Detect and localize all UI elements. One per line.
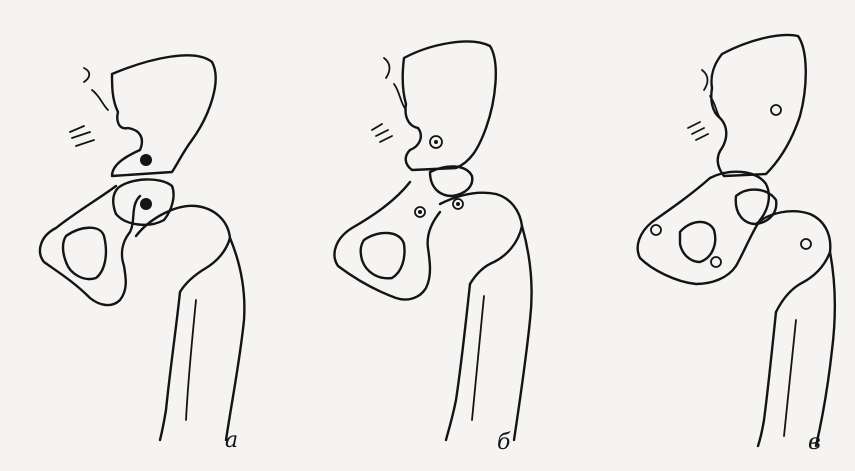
panel-c-foramen [680, 222, 715, 262]
panel-b-drawing [334, 42, 531, 440]
panel-c-femoral-head [736, 190, 777, 224]
panel-a-ischium [40, 186, 140, 305]
panel-c-shaft-line [784, 320, 796, 436]
panel-b-femur-left [446, 284, 470, 440]
panel-a-hatch-3 [70, 126, 94, 146]
panel-a-marker-2 [140, 198, 152, 210]
panel-b-hatch-1 [384, 58, 390, 78]
panel-b-marker-2 [415, 207, 425, 217]
panel-c-marker-3 [711, 257, 721, 267]
panel-c-femur-right [816, 252, 835, 446]
panel-c-pelvis-wing [638, 172, 769, 284]
panel-b-socket [430, 166, 472, 196]
panel-a-marker-1 [140, 154, 152, 166]
panel-a-femur-right [226, 238, 244, 440]
panel-c-hatch-1 [702, 70, 708, 90]
panel-c-marker-4 [801, 239, 811, 249]
panel-a-shaft-line [186, 300, 196, 420]
panel-b-marker-1 [430, 136, 442, 148]
panel-b-shaft-line [472, 296, 484, 420]
panel-c-drawing [638, 35, 835, 446]
panel-c-marker-2 [651, 225, 661, 235]
panel-c-marker-1 [771, 105, 781, 115]
panel-a-foramen [63, 228, 106, 279]
panel-a-ilium [112, 55, 216, 176]
panel-b-femur-right [514, 226, 532, 440]
panel-a-femur-left [160, 292, 180, 440]
panel-b-foramen [361, 233, 405, 278]
panel-a-femur-neck [136, 206, 230, 292]
panel-c-label: в [808, 432, 821, 454]
panel-c-femur-neck [756, 211, 830, 312]
panel-b-marker-3 [453, 199, 463, 209]
panel-c-ilium [711, 35, 805, 176]
panel-b-ischium [334, 182, 440, 300]
panel-a-hatch-1 [84, 68, 89, 82]
panel-c-hatch-3 [688, 122, 708, 140]
panel-a-drawing [40, 55, 244, 440]
panel-b-ilium [403, 42, 496, 170]
panel-b-label: б [497, 432, 510, 454]
panel-a-label: а [225, 430, 238, 452]
panel-c-femur-left [758, 312, 776, 446]
panel-a-hatch-2 [92, 90, 108, 110]
panel-b-hatch-3 [372, 124, 392, 142]
panel-b-femur-neck [440, 193, 522, 284]
